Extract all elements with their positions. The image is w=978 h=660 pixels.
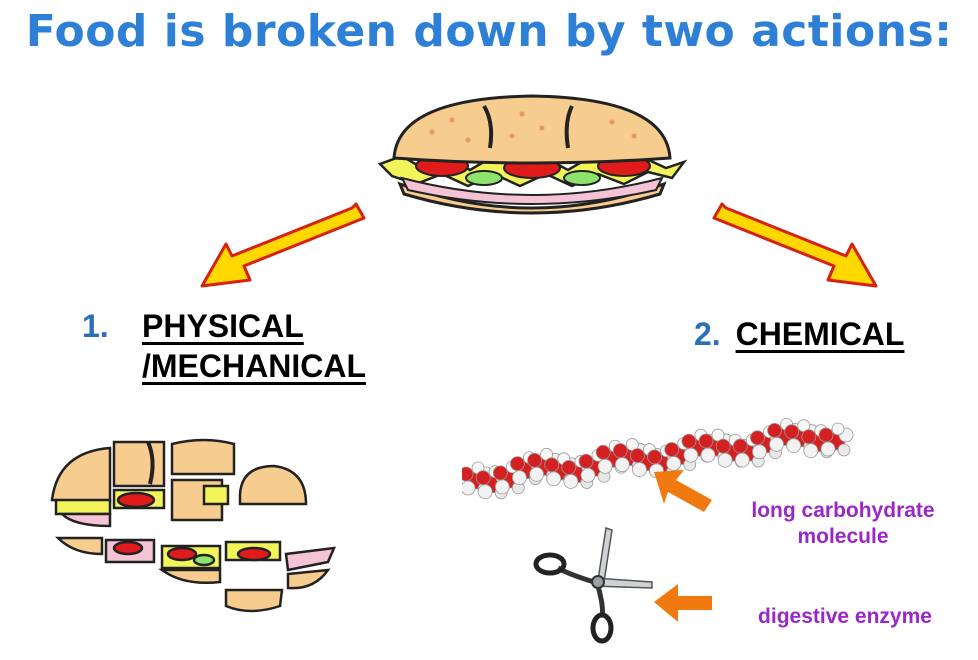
scissors-icon xyxy=(533,527,653,644)
physical-heading: 1. xyxy=(82,306,109,346)
chemical-number: 2. xyxy=(694,316,721,352)
molecule-label: long carbohydrate molecule xyxy=(712,498,974,550)
physical-label: PHYSICAL /MECHANICAL xyxy=(142,306,366,386)
page-title: Food is broken down by two actions: xyxy=(25,6,953,57)
physical-number: 1. xyxy=(82,308,109,344)
sandwich-icon xyxy=(377,94,688,215)
molecule-label-line1: long carbohydrate xyxy=(751,499,935,522)
pointer-arrow-icon xyxy=(654,470,712,512)
broken-sandwich-icon xyxy=(50,438,337,613)
enzyme-label: digestive enzyme xyxy=(758,605,932,628)
physical-line2: /MECHANICAL xyxy=(142,348,366,384)
arrow-right-icon xyxy=(712,202,878,288)
arrow-left-icon xyxy=(200,202,366,288)
molecule-label-line2: molecule xyxy=(797,525,889,548)
pointer-arrow-icon xyxy=(654,584,712,622)
chemical-heading: 2. CHEMICAL xyxy=(694,314,904,354)
carbohydrate-molecule-icon xyxy=(462,417,854,500)
physical-line1: PHYSICAL xyxy=(142,308,304,344)
chemical-label: CHEMICAL xyxy=(735,316,905,352)
